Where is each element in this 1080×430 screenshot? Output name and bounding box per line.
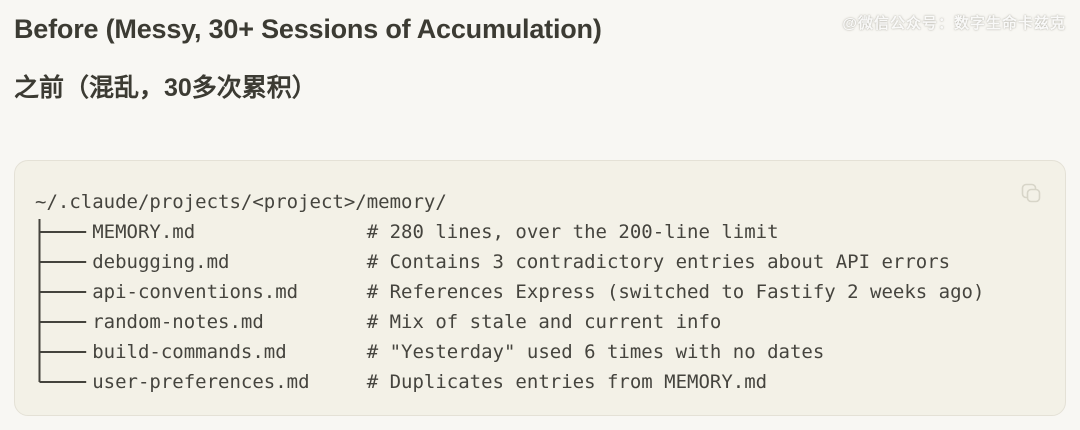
page-title: Before (Messy, 30+ Sessions of Accumulat…	[14, 14, 602, 44]
copy-icon[interactable]	[1019, 181, 1043, 205]
file-tree-text: ~/.claude/projects/<project>/memory/ MEM…	[35, 191, 985, 393]
page-subtitle-zh: 之前（混乱，30多次累积）	[14, 74, 317, 102]
watermark: @微信公众号：数字生命卡兹克	[842, 15, 1066, 32]
code-block: ~/.claude/projects/<project>/memory/ MEM…	[14, 160, 1066, 416]
